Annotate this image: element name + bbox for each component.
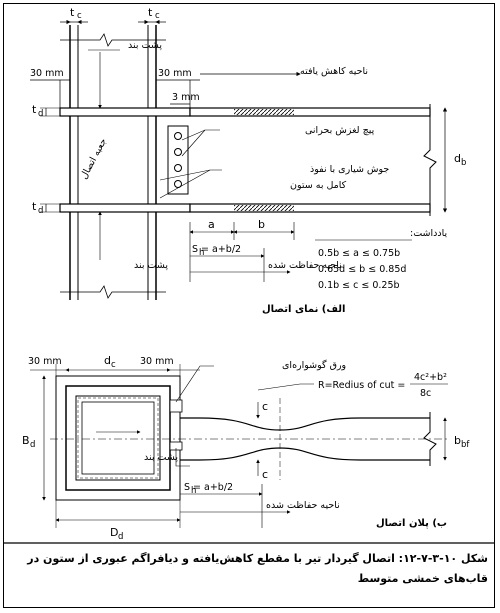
protected-zone-top: ناحیه حفاظت شده [268, 260, 342, 271]
a-label: a [208, 218, 215, 231]
bd-label: B [22, 434, 30, 447]
mm3-label: 3 mm [172, 92, 200, 103]
plan-mm30-left: 30 mm [28, 356, 62, 367]
radius-num: 4c²+b² [414, 372, 447, 383]
c-top-label: c [262, 400, 268, 413]
reduced-zone-label: ناحیه کاهش یافته [300, 66, 368, 77]
notes-line3: 0.1b ≤ c ≤ 0.25b [318, 280, 400, 291]
notes-line1: 0.5b ≤ a ≤ 0.75b [318, 248, 400, 259]
sh-bottom-formula: S = a+b/2 [184, 482, 233, 493]
figure-frame [3, 3, 495, 608]
tc-right-label: t [148, 6, 153, 19]
c-bottom-label: c [262, 468, 268, 481]
db-label: d [454, 152, 461, 165]
gusset-label: ورق گوشواره‌ای [282, 359, 346, 371]
dd-label: D [110, 526, 118, 539]
bd-sub: d [30, 440, 35, 450]
plan-view: 30 mm 30 mm d c ورق گوشواره‌ای R=Redius … [22, 354, 470, 542]
td-top-label: t [32, 103, 37, 116]
column-face-label: جعبه اتصال [78, 136, 109, 181]
sh-bottom-sub: h [191, 486, 196, 496]
tc-right-sub: c [155, 11, 160, 21]
elevation-view: t c t c 30 mm 30 mm 3 mm t d t d پشت بند… [30, 6, 466, 315]
dc-sub: c [111, 360, 116, 370]
backing-bottom-label: پشت بند [134, 260, 168, 271]
backing-top-label: پشت بند [128, 40, 162, 51]
plan-title: ب) پلان اتصال [376, 518, 447, 529]
weld-line1-label: جوش شیاری با نفوذ [310, 164, 389, 175]
weld-line2-label: کامل به ستون [290, 180, 347, 191]
dc-label: d [104, 354, 111, 367]
plan-backing-label: پشت بند [144, 452, 178, 463]
td-top-sub: d [38, 109, 43, 119]
sh-top-formula: S = a+b/2 [192, 244, 241, 255]
b-label: b [258, 218, 265, 231]
notes-title: یادداشت: [410, 228, 447, 239]
radius-den: 8c [420, 388, 431, 399]
view-title: الف) نمای اتصال [262, 304, 345, 315]
dd-sub: d [118, 532, 123, 542]
bbf-sub: bf [461, 440, 470, 450]
figure-caption: شکل ۱۰-۳-۷-۱۲: اتصال گیردار تیر با مقطع … [27, 552, 488, 585]
bbf-label: b [454, 434, 461, 447]
critical-bolt-label: پیچ لغزش بحرانی [305, 125, 375, 136]
tc-left-sub: c [77, 11, 82, 21]
plan-mm30-right: 30 mm [140, 356, 174, 367]
radius-label: R=Redius of cut = [318, 380, 405, 391]
mm30-right-label: 30 mm [158, 68, 192, 79]
td-bottom-sub: d [38, 206, 43, 216]
db-sub: b [461, 158, 466, 168]
notes-line2: 0.65d ≤ b ≤ 0.85d [318, 264, 406, 275]
sh-top-sub: h [199, 248, 204, 258]
td-bottom-label: t [32, 200, 37, 213]
mm30-left-label: 30 mm [30, 68, 64, 79]
tc-left-label: t [70, 6, 75, 19]
protected-zone-bottom: ناحیه حفاظت شده [266, 500, 340, 511]
